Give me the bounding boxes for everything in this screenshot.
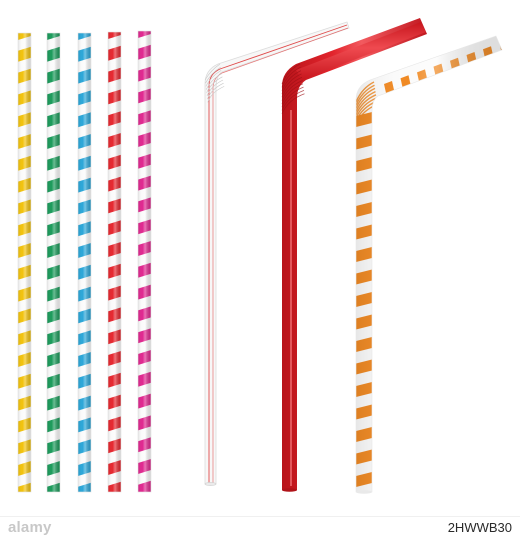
orange-striped-bendy-straw — [355, 35, 503, 510]
bend-ridge — [205, 66, 221, 84]
straw-end — [356, 490, 372, 494]
bend-ridge — [281, 93, 305, 114]
footer-divider — [0, 516, 520, 517]
bend-ridge — [206, 76, 223, 93]
clear-bendy-straw — [204, 21, 350, 486]
bend-ridge — [281, 80, 303, 101]
bend-ridge — [207, 86, 225, 103]
straw-end — [282, 488, 297, 492]
bend-ridge — [281, 63, 301, 85]
bend-ridge — [281, 83, 304, 104]
magenta-striped-straw — [137, 30, 152, 493]
red-striped-straw — [107, 31, 122, 493]
bend-ridge — [204, 63, 221, 81]
bend-ridge — [206, 79, 224, 97]
bend-ridge — [205, 73, 222, 90]
straw-end — [204, 482, 217, 486]
stripe — [356, 495, 372, 510]
bend-ridge — [281, 90, 305, 111]
vertical-straws-group — [17, 30, 152, 493]
bend-ridge — [207, 82, 224, 100]
bend-ridge — [281, 70, 302, 91]
bend-ridge — [281, 76, 303, 98]
bend-ridge — [281, 66, 301, 88]
yellow-striped-straw — [17, 32, 32, 493]
bend-ridge — [205, 70, 222, 87]
bend-ridge — [281, 86, 304, 108]
alamy-logo: alamy — [8, 519, 52, 536]
red-bendy-straw — [281, 18, 427, 492]
green-striped-straw — [46, 32, 61, 493]
red-straw-body — [282, 18, 427, 490]
image-id: 2HWWB30 — [447, 520, 512, 535]
bend-ridge — [281, 73, 302, 95]
clear-straw-body — [204, 21, 350, 485]
stock-footer: alamy 2HWWB30 — [0, 516, 520, 540]
blue-striped-straw — [77, 32, 92, 493]
clear-straw-stripe — [212, 27, 349, 484]
stripe — [499, 40, 502, 62]
clear-straw-stripe — [208, 24, 348, 484]
red-straw-top — [296, 22, 426, 80]
